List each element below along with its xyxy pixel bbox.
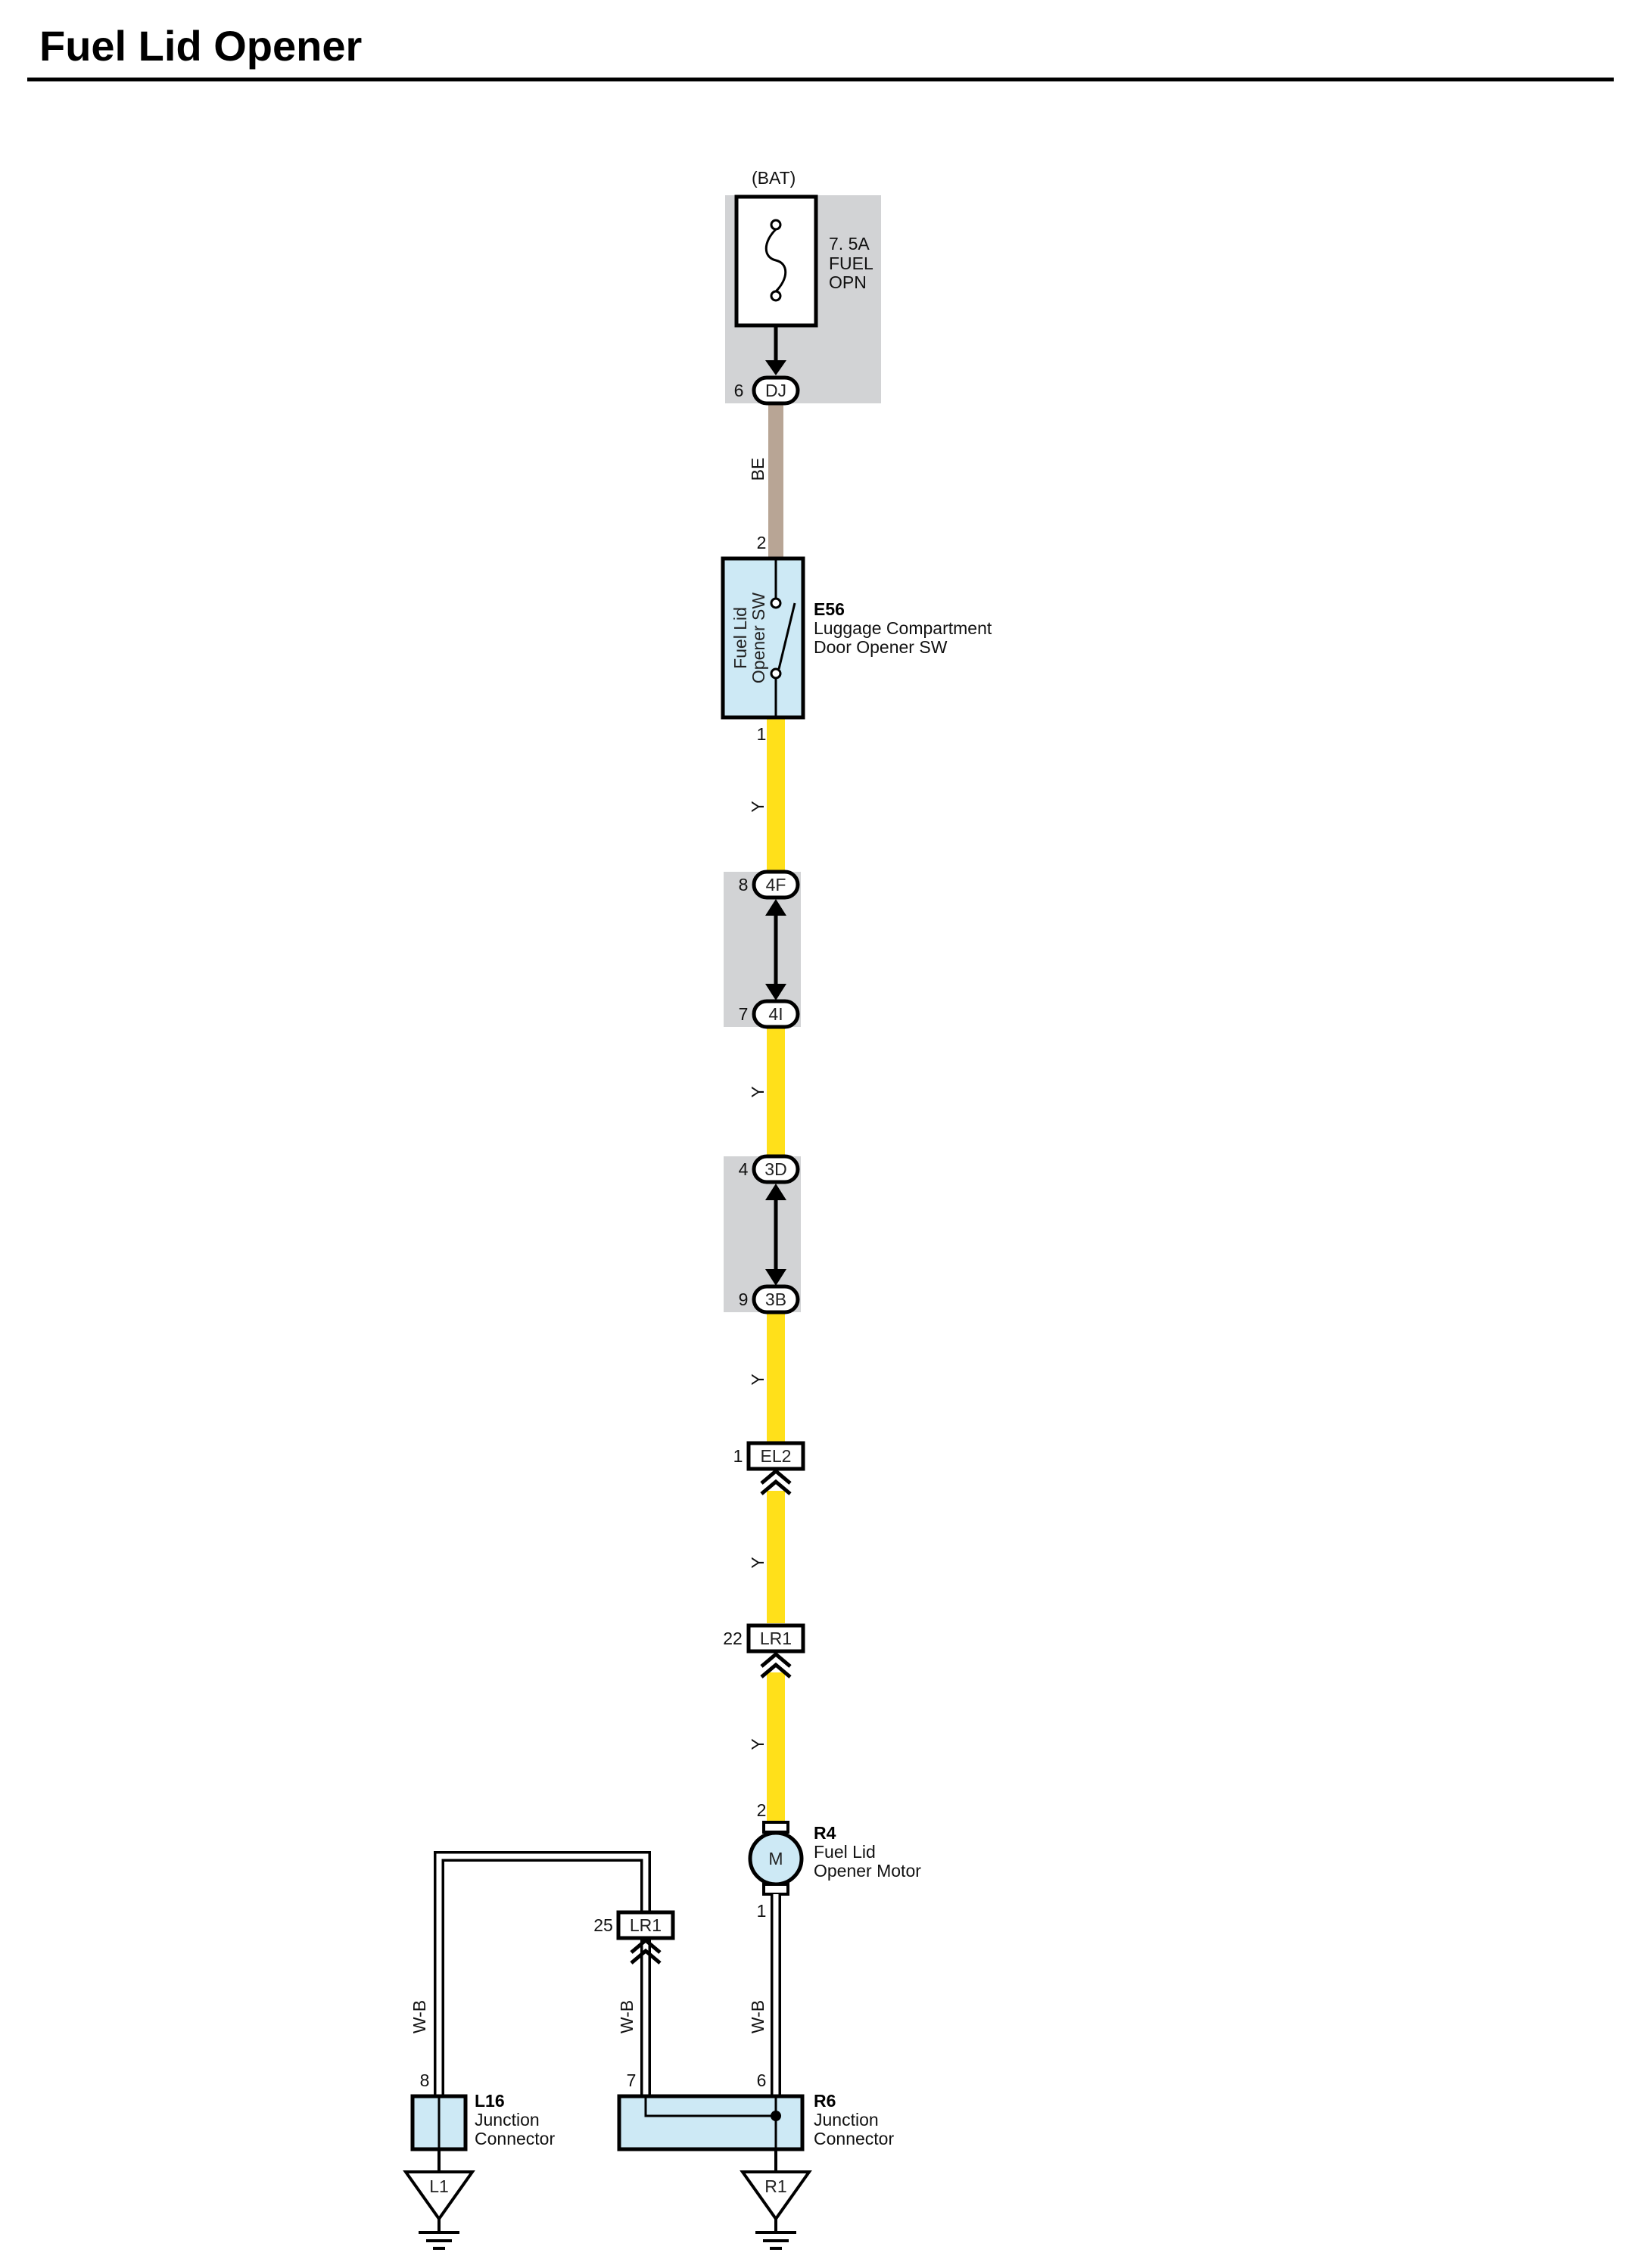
wire-y-3-label: Y [748, 1374, 768, 1385]
r6-name-line2: Connector [814, 2129, 894, 2148]
r4-code: R4 [814, 1823, 836, 1843]
wire-wb-right-label: W-B [748, 2000, 768, 2033]
wire-y-2-label: Y [748, 1086, 768, 1097]
e56-inner-label-line1: Fuel Lid [730, 607, 750, 669]
r4-motor-top-cap [762, 1821, 789, 1834]
wire-y-5-label: Y [748, 1738, 768, 1750]
inline-chevron-el2-upper-icon [760, 1468, 792, 1485]
ground-l1-triangle-icon [403, 2170, 475, 2222]
e56-inner-label-line2: Opener SW [749, 593, 768, 683]
connector-lr1-lower-label: LR1 [630, 1915, 662, 1935]
wire-wb-left-label: W-B [409, 2000, 429, 2033]
r6-name-line1: Junction [814, 2110, 879, 2130]
inline-chevron-el2-lower-icon [760, 1479, 792, 1495]
fuse-name-line2: OPN [829, 272, 867, 292]
e56-name-line1: Luggage Compartment [814, 618, 992, 638]
connector-el2-label: EL2 [761, 1446, 792, 1466]
arrow-down-3b-icon [765, 1269, 786, 1286]
ground-r1-triangle-icon [740, 2170, 812, 2222]
connector-dj [752, 375, 800, 406]
e56-switch-lever-icon [777, 602, 796, 670]
e56-pin-top: 2 [757, 533, 767, 552]
connector-3b-label: 3B [765, 1290, 786, 1309]
connector-4i-pin: 7 [739, 1004, 749, 1024]
connector-el2-pin: 1 [733, 1446, 743, 1466]
wire-y-1-label: Y [748, 801, 768, 812]
connector-lr1-upper [746, 1623, 805, 1654]
connector-4f-label: 4F [766, 875, 786, 894]
r6-pin-right: 6 [757, 2070, 767, 2090]
r4-motor-bottom-cap [762, 1883, 789, 1896]
wire-be-label: BE [748, 458, 768, 481]
ground-r1-label: R1 [764, 2176, 786, 2196]
connector-3d-label: 3D [764, 1159, 786, 1179]
fuse-terminal-bottom [770, 290, 782, 302]
connector-4i-label: 4I [768, 1004, 783, 1024]
connector-4f [752, 870, 800, 900]
r4-motor-symbol: M [768, 1849, 783, 1868]
inline-chevron-lr1-lower-a-icon [630, 1937, 662, 1954]
arrow-up-3d-icon [765, 1184, 786, 1200]
r4-name-line1: Fuel Lid [814, 1842, 876, 1862]
e56-switch-box [721, 556, 805, 720]
inline-chevron-lr1-upper-b-icon [760, 1662, 792, 1678]
connector-4f-pin: 8 [739, 875, 749, 894]
r4-name-line2: Opener Motor [814, 1861, 921, 1881]
inline-chevron-lr1-upper-a-icon [760, 1651, 792, 1668]
e56-contact-bottom [770, 667, 782, 680]
arrow-down-4i-icon [765, 984, 786, 1000]
connector-lr1-upper-label: LR1 [760, 1629, 792, 1648]
fuse-terminal-top [770, 219, 782, 231]
r6-splice-dot [771, 2111, 781, 2121]
r4-pin-top: 2 [757, 1800, 767, 1820]
connector-3b [752, 1284, 800, 1314]
r6-pin-left: 7 [627, 2070, 637, 2090]
e56-name-line2: Door Opener SW [814, 637, 948, 657]
ground-l1-label: L1 [429, 2176, 449, 2196]
inline-chevron-lr1-lower-b-icon [630, 1948, 662, 1965]
e56-contact-top [770, 597, 782, 609]
l16-name-line2: Connector [475, 2129, 555, 2148]
fuse-element-icon [764, 228, 787, 293]
power-source-label: (BAT) [752, 168, 796, 188]
connector-dj-label: DJ [765, 381, 786, 400]
r6-code: R6 [814, 2091, 836, 2111]
wire-y-4-label: Y [748, 1557, 768, 1568]
l16-pin: 8 [420, 2070, 430, 2090]
wire-wb-loop [434, 1851, 651, 2096]
connector-lr1-lower-pin: 25 [593, 1915, 613, 1935]
connector-3b-pin: 9 [739, 1290, 749, 1309]
arrow-up-4f-icon [765, 899, 786, 916]
connector-3d-pin: 4 [739, 1159, 749, 1179]
connector-4i [752, 999, 800, 1029]
connector-lr1-upper-pin: 22 [723, 1629, 743, 1648]
connector-dj-pin: 6 [734, 381, 744, 400]
e56-code: E56 [814, 599, 845, 619]
fuse-arrow-icon [765, 360, 786, 375]
connector-3d [752, 1154, 800, 1184]
l16-code: L16 [475, 2091, 505, 2111]
l16-name-line1: Junction [475, 2110, 540, 2130]
e56-pin-bottom: 1 [757, 724, 767, 744]
r4-pin-bottom: 1 [757, 1901, 767, 1921]
fuse-name-line1: FUEL [829, 254, 873, 273]
wire-wb-loop-inner [436, 1853, 649, 2096]
r6-junction-box [617, 2094, 805, 2151]
r6-internal-bus [644, 2096, 776, 2117]
fuse-amperage-label: 7. 5A [829, 234, 870, 254]
page-title: Fuel Lid Opener [39, 22, 363, 70]
wire-wb-middle-label: W-B [617, 2000, 637, 2033]
